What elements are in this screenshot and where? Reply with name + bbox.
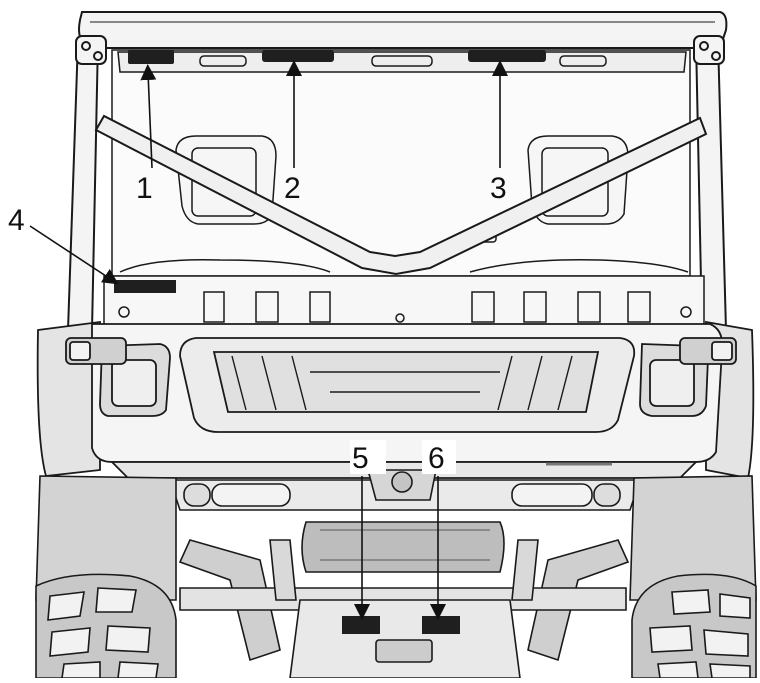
leader-4 [29, 225, 119, 285]
callout-label-5: 5 [352, 442, 369, 475]
rear-left-wheel [35, 573, 177, 679]
label-patches [114, 50, 546, 634]
rear-right-wheel [631, 573, 757, 679]
cab-area [111, 49, 691, 277]
label-patch-3 [468, 50, 546, 62]
label-patch-6 [422, 616, 460, 634]
tailgate [36, 320, 755, 480]
callout-numbers: 1 2 3 4 5 6 [8, 172, 507, 475]
label-patch-2 [262, 50, 334, 62]
bed-wall [103, 275, 705, 331]
leader-1 [140, 64, 157, 169]
callout-label-2: 2 [284, 172, 301, 205]
roll-cage [66, 11, 728, 331]
label-patch-1 [128, 50, 174, 64]
callout-label-1: 1 [136, 172, 153, 205]
label-patch-5 [342, 616, 380, 634]
callout-leaders [29, 60, 508, 620]
callout-label-4: 4 [8, 204, 25, 237]
callout-label-3: 3 [490, 172, 507, 205]
callout-label-6: 6 [428, 442, 445, 475]
label-patch-4 [114, 280, 176, 293]
cage-braces [94, 114, 708, 276]
